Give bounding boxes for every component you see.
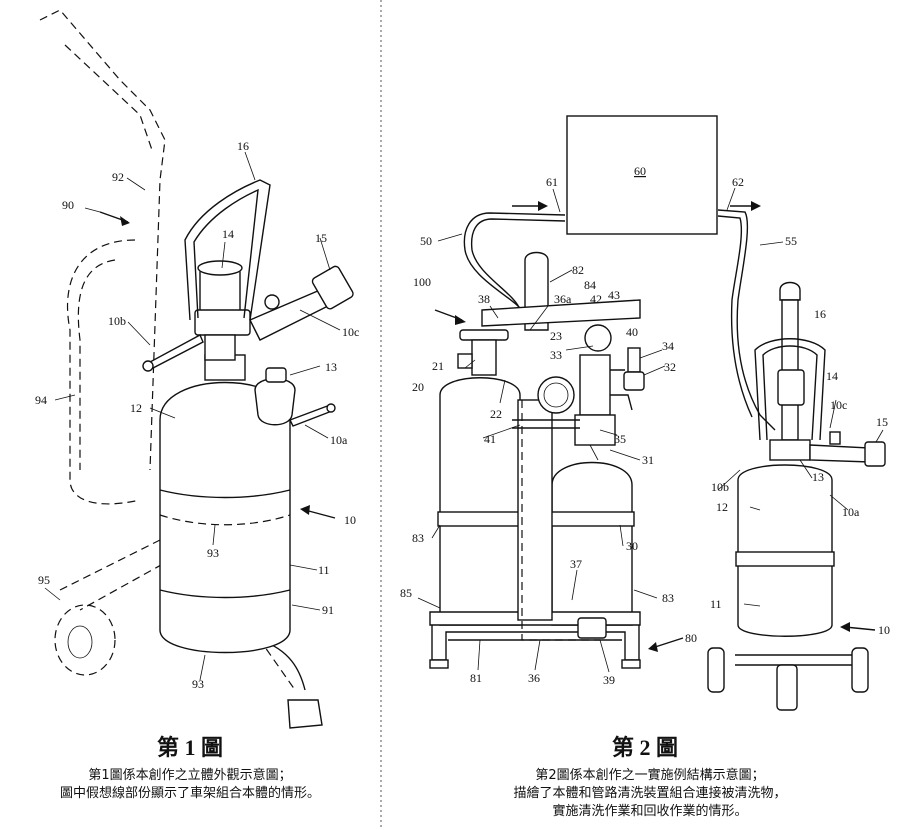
f2-label: 30 — [626, 539, 638, 553]
f1-label: 92 — [112, 170, 124, 184]
f2-label: 15 — [876, 415, 888, 429]
f2-label: 36 — [528, 671, 540, 685]
f1-label: 12 — [130, 401, 142, 415]
f2-label: 61 — [546, 175, 558, 189]
figure2-caption-line: 第2圖係本創作之一實施例結構示意圖； — [535, 767, 764, 783]
f2-label: 13 — [812, 470, 824, 484]
figure2-caption-block: 第 2 圖 第2圖係本創作之一實施例結構示意圖； 描繪了本體和管路清洗裝置組合連… — [513, 735, 786, 819]
f2-label: 83 — [412, 531, 424, 545]
f2-label: 36a — [554, 292, 572, 306]
f1-label: 14 — [222, 227, 234, 241]
f2-label: 10c — [830, 398, 847, 412]
f1-label: 13 — [325, 360, 337, 374]
f2-label: 39 — [603, 673, 615, 687]
f1-label: 91 — [322, 603, 334, 617]
f2-label: 82 — [572, 263, 584, 277]
f1-label: 95 — [38, 573, 50, 587]
f2-label: 43 — [608, 288, 620, 302]
f2-label: 81 — [470, 671, 482, 685]
f2-label: 35 — [614, 432, 626, 446]
f2-label: 32 — [664, 360, 676, 374]
f1-label: 10 — [344, 513, 356, 527]
f1-label: 94 — [35, 393, 47, 407]
f2-label: 16 — [814, 307, 826, 321]
f1-label: 93 — [192, 677, 204, 691]
figure1-labels: 16 92 90 14 15 10b 10c 13 94 12 10a 10 9… — [35, 139, 359, 691]
f2-label: 20 — [412, 380, 424, 394]
f2-label: 33 — [550, 348, 562, 362]
f2-label: 21 — [432, 359, 444, 373]
f1-label: 10b — [108, 314, 126, 328]
f1-label: 10c — [342, 325, 359, 339]
figure1-drawing — [39, 9, 354, 729]
figure2-drawing — [417, 115, 886, 711]
f2-label: 60 — [634, 164, 646, 178]
f1-label: 16 — [237, 139, 249, 153]
f2-label: 11 — [710, 597, 722, 611]
f2-label: 42 — [590, 292, 602, 306]
f2-label: 55 — [785, 234, 797, 248]
f2-label: 34 — [662, 339, 674, 353]
f2-label: 14 — [826, 369, 838, 383]
f2-label: 38 — [478, 292, 490, 306]
f2-label: 10a — [842, 505, 860, 519]
f2-label: 85 — [400, 586, 412, 600]
figure1-caption-line: 第1圖係本創作之立體外觀示意圖； — [88, 767, 291, 783]
f2-label: 31 — [642, 453, 654, 467]
f2-label: 10b — [711, 480, 729, 494]
figure2-labels: 60 61 62 50 55 82 100 84 38 36a 42 43 16… — [400, 164, 890, 687]
f1-label: 15 — [315, 231, 327, 245]
f2-label: 83 — [662, 591, 674, 605]
figure2-title: 第 2 圖 — [612, 735, 678, 760]
f2-label: 80 — [685, 631, 697, 645]
f1-label: 90 — [62, 198, 74, 212]
f2-label: 100 — [413, 275, 431, 289]
f2-label: 37 — [570, 557, 582, 571]
f2-label: 41 — [484, 432, 496, 446]
f2-label: 22 — [490, 407, 502, 421]
f2-label: 12 — [716, 500, 728, 514]
f2-label: 10 — [878, 623, 890, 637]
figure1-title: 第 1 圖 — [157, 735, 223, 760]
figure1-caption-line: 圖中假想線部份顯示了車架組合本體的情形。 — [60, 785, 320, 801]
f2-label: 84 — [584, 278, 596, 292]
f1-label: 11 — [318, 563, 330, 577]
f2-label: 50 — [420, 234, 432, 248]
f1-label: 93 — [207, 546, 219, 560]
figure2-caption-line: 描繪了本體和管路清洗裝置組合連接被清洗物， — [513, 785, 786, 801]
f2-label: 40 — [626, 325, 638, 339]
figure2-caption-line: 實施清洗作業和回收作業的情形。 — [552, 803, 747, 819]
f2-label: 23 — [550, 329, 562, 343]
f1-label: 10a — [330, 433, 348, 447]
f2-label: 62 — [732, 175, 744, 189]
figure1-caption-block: 第 1 圖 第1圖係本創作之立體外觀示意圖； 圖中假想線部份顯示了車架組合本體的… — [60, 735, 320, 801]
